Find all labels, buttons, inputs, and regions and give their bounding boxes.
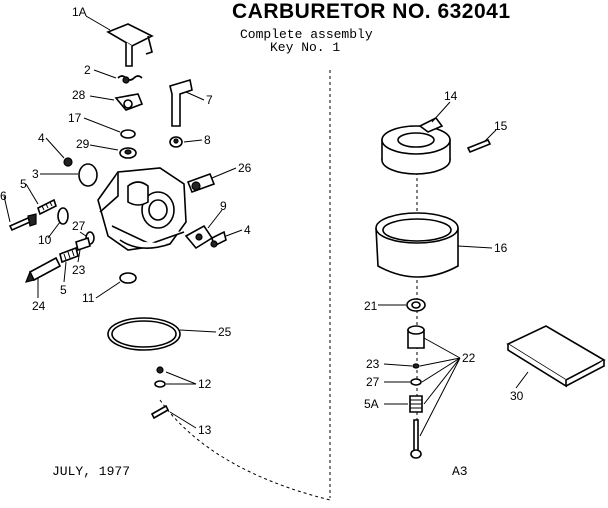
part-26-fitting [186,172,216,194]
part-28-lever [114,93,144,111]
part-13-pin [150,404,170,420]
callout-5-lower: 5 [60,283,67,297]
footer-date: JULY, 1977 [52,464,131,479]
part-27-right [410,378,422,386]
diagram-subtitle-line1: Complete assembly [240,27,373,42]
callout-10: 10 [38,233,52,247]
callout-5a: 5A [364,397,379,411]
callout-28: 28 [72,88,86,102]
callout-6: 6 [0,189,7,203]
footer-code: A3 [452,464,468,479]
leader-lines [3,15,529,437]
callout-5-upper: 5 [20,177,27,191]
callout-27-left: 27 [72,219,86,233]
part-24-needle [25,256,62,283]
part-10-washer [57,207,69,225]
callout-14: 14 [444,89,458,103]
part-2-spring [117,75,143,84]
part-12-ring [154,380,166,388]
part-4-screw [63,157,73,167]
part-8-nut [169,136,183,148]
callout-labels: 1A 2 28 17 29 4 3 5 6 10 27 23 24 5 11 7… [0,5,524,437]
part-7-shaft [169,78,193,127]
callout-27-right: 27 [366,375,380,389]
callout-23-right: 23 [366,357,380,371]
callout-13: 13 [198,423,212,437]
part-5-spring-upper [37,198,57,216]
part-5-spring-lower [59,246,79,264]
part-29-nut [119,147,137,159]
part-22-seat [407,325,425,349]
callout-15: 15 [494,119,508,133]
callout-9: 9 [220,199,227,213]
part-23-spring [75,236,91,252]
part-22-needle [410,419,422,459]
part-4-screw-right [210,230,227,248]
part-5a-spring [409,395,423,413]
callout-30: 30 [510,389,524,403]
part-15-pin [466,138,492,154]
callout-29: 29 [76,137,90,151]
diagram-subtitle-line2: Key No. 1 [270,40,341,55]
callout-2: 2 [84,63,91,77]
callout-8: 8 [204,133,211,147]
callout-16: 16 [494,241,508,255]
part-6-screw [8,213,37,232]
part-14-float-cover [381,116,451,175]
part-23-right [412,363,420,369]
callout-4-left: 4 [38,131,45,145]
callout-25: 25 [218,325,232,339]
callout-26: 26 [238,161,252,175]
carburetor-body [97,167,187,251]
part-1a-bracket [106,23,154,67]
part-3-gasket [78,163,98,187]
part-25-gasket-inner [111,320,177,348]
part-12-ball-upper [156,366,164,374]
callout-21: 21 [364,299,378,313]
connector-dash [159,399,331,501]
callout-4-right: 4 [244,223,251,237]
callout-17: 17 [68,111,82,125]
diagram-title: CARBURETOR NO. 632041 [232,0,511,23]
part-30-filter [506,325,606,388]
callout-24: 24 [32,299,46,313]
part-9-plate [184,224,214,250]
callout-1a: 1A [72,5,87,19]
callout-11: 11 [82,291,95,305]
callout-22: 22 [462,351,476,365]
callout-12: 12 [198,377,212,391]
part-11-washer [119,272,137,284]
part-16-bowl [375,212,459,278]
part-17-washer [120,129,136,139]
part-21-gasket [406,298,426,312]
callout-3: 3 [32,167,39,181]
callout-7: 7 [206,93,213,107]
callout-23-left: 23 [72,263,86,277]
